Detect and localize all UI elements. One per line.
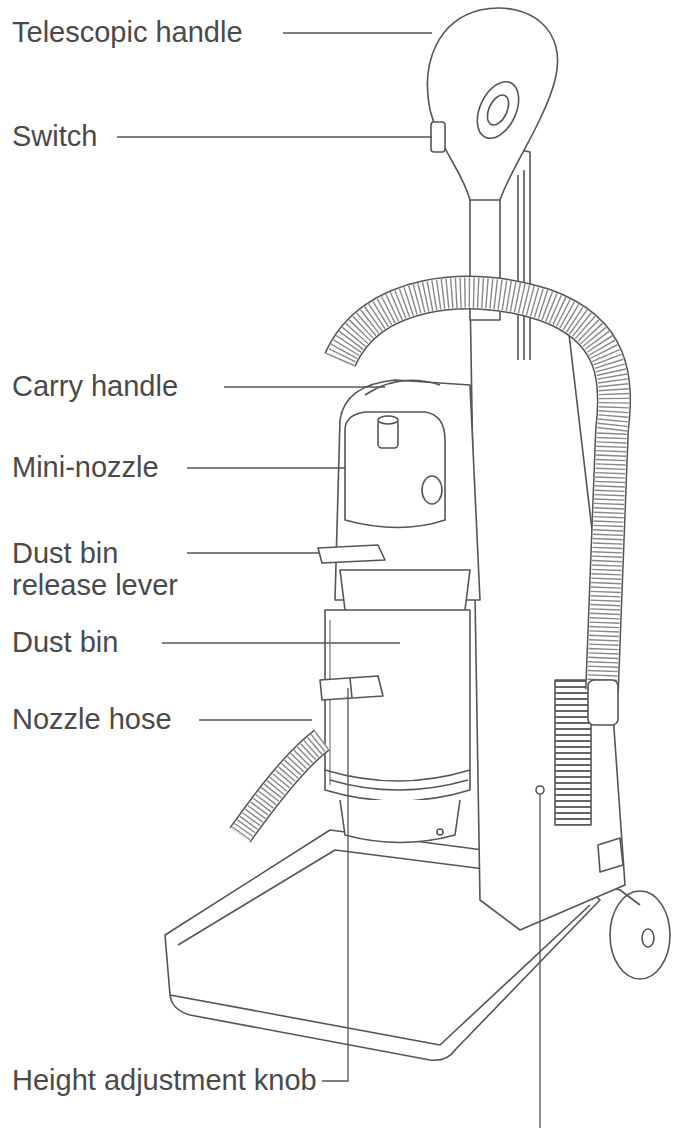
bin-highlight [329, 620, 331, 785]
handle-opening [469, 75, 527, 145]
nozzle-hose-outline [240, 740, 322, 835]
part-label: Telescopic handle [12, 16, 292, 48]
leader-line [539, 795, 540, 1128]
carry-handle [365, 380, 440, 395]
leader-line [199, 719, 312, 720]
handle-grip [427, 8, 557, 200]
release-lever [318, 545, 385, 563]
part-label: Dust bin release lever [12, 537, 197, 601]
part-label: Mini-nozzle [12, 451, 212, 483]
dust-bin [325, 610, 470, 801]
leader-line [117, 136, 432, 137]
mini-nozzle [345, 412, 445, 528]
part-label: Switch [12, 120, 132, 152]
knob-divider [350, 678, 352, 698]
bin-band [325, 770, 470, 790]
part-label: Carry handle [12, 370, 232, 402]
leader-line [322, 688, 348, 1081]
part-label: Dust bin [12, 626, 182, 658]
nozzle-clip [422, 476, 442, 504]
wheel-hub [642, 929, 654, 947]
height-knob [320, 676, 383, 700]
bin-base [340, 800, 460, 843]
part-label: Nozzle hose [12, 703, 212, 735]
vent-grill [555, 680, 591, 825]
leader-line [187, 552, 320, 553]
front-housing [335, 380, 480, 600]
nozzle-hose-fill [240, 740, 322, 835]
screw [437, 829, 443, 835]
cord-hook [512, 150, 530, 360]
nozzle-hose-ribs [240, 740, 322, 835]
screw [536, 786, 544, 794]
nozzle-tip-top [378, 416, 398, 424]
part-label: Height adjustment knob [12, 1064, 342, 1096]
leader-lines [117, 33, 540, 1128]
leader-line [187, 467, 345, 468]
leader-line [224, 386, 385, 387]
hose-cuff [588, 680, 618, 725]
switch [431, 122, 445, 152]
handle-opening-inner [483, 92, 513, 129]
leader-line [283, 32, 432, 33]
vacuum-drawing [165, 8, 670, 1060]
pedal [598, 838, 623, 872]
leader-line [162, 642, 400, 643]
